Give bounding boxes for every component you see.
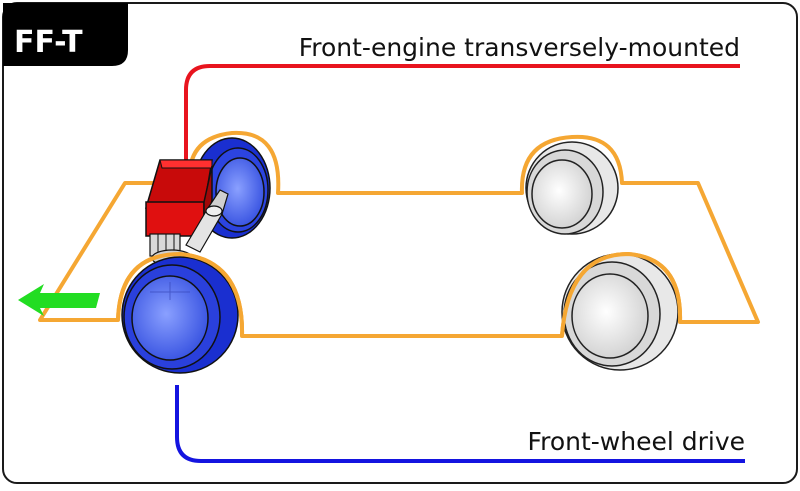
- engine-layout-label: Front-engine transversely-mounted: [299, 33, 740, 62]
- front-left-driveshaft: [185, 189, 229, 253]
- badge: FF-T: [3, 3, 128, 66]
- badge-label: FF-T: [14, 25, 83, 60]
- rear-left-wheel: [525, 141, 619, 235]
- drive-type-leader-line: [175, 385, 745, 463]
- drive-type-label: Front-wheel drive: [528, 427, 745, 456]
- front-right-driven-wheel: [121, 256, 239, 374]
- front-wheel-arch: [116, 251, 245, 337]
- badge-background: [3, 3, 128, 66]
- engine-layout-leader-line: [184, 64, 740, 166]
- frame-border: [2, 2, 798, 484]
- rear-wheel-arch: [560, 251, 683, 337]
- arrow-left-icon: [18, 284, 100, 316]
- rear-right-wheel: [561, 253, 679, 371]
